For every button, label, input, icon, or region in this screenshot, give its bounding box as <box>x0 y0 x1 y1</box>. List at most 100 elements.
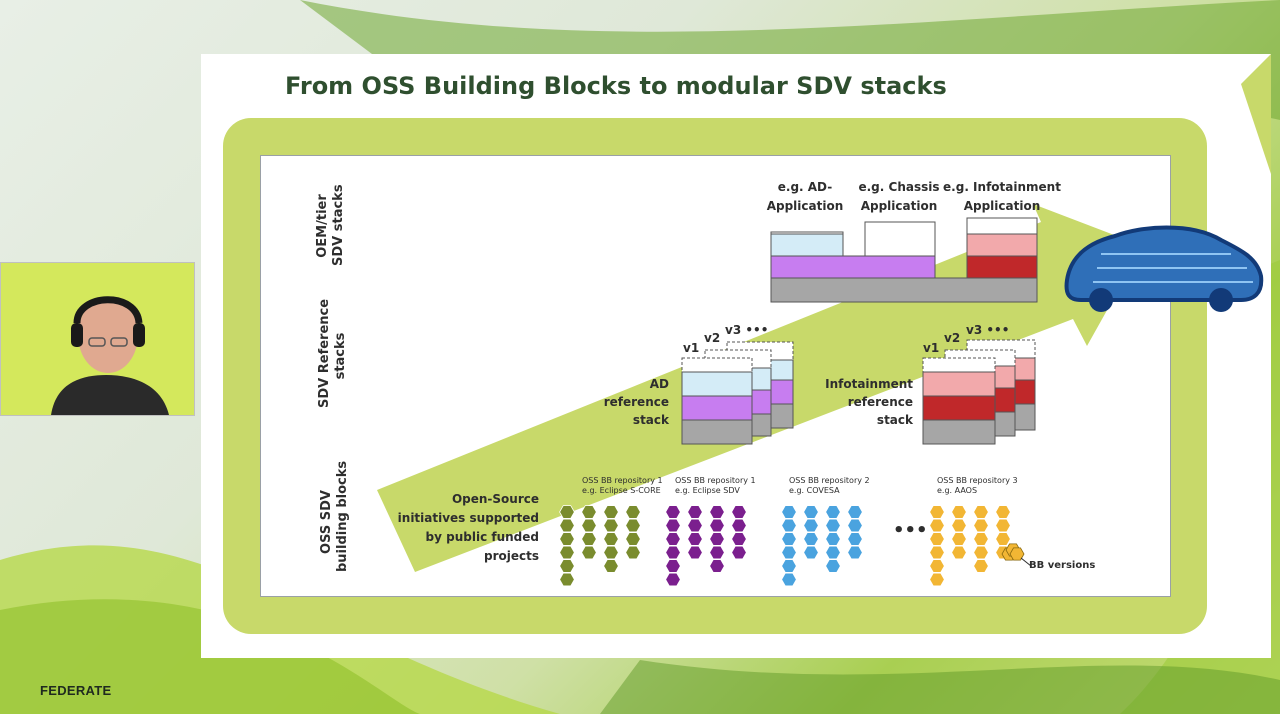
ad-version-v3: v3 ••• <box>725 323 769 337</box>
ad-version-v1: v1 <box>683 341 700 355</box>
presentation-slide: From OSS Building Blocks to modular SDV … <box>201 54 1271 658</box>
repo-3-example: e.g. COVESA <box>789 486 840 495</box>
building-block-hexagon <box>929 545 945 560</box>
repo-1-name: OSS BB repository 1 <box>582 476 663 485</box>
building-block-hexagon <box>781 572 797 587</box>
building-block-hexagon <box>973 559 989 573</box>
repo-1-example: e.g. Eclipse S-CORE <box>582 486 661 495</box>
building-block-hexagon <box>625 532 641 546</box>
row-label-bb-line1: OSS SDV <box>319 490 334 554</box>
ad-reference-line1: AD <box>649 377 669 391</box>
building-block-hexagon <box>731 545 747 560</box>
building-block-hexagon <box>781 518 797 533</box>
building-block-hexagon <box>665 518 681 533</box>
building-block-hexagon <box>781 559 797 573</box>
infotainment-application-line2: Application <box>963 199 1041 213</box>
repo-caption-3: OSS BB repository 2 e.g. COVESA <box>789 476 899 496</box>
row-label-building-blocks: OSS SDV building blocks <box>319 460 351 572</box>
building-block-hexagon <box>929 505 945 519</box>
oss-intro-line1: Open-Source <box>451 492 539 506</box>
infotainment-reference-stack <box>922 339 1036 445</box>
building-block-hexagon <box>929 559 945 573</box>
building-block-hexagon <box>781 532 797 546</box>
building-block-hexagon <box>625 518 641 533</box>
building-block-hexagon <box>603 559 619 573</box>
building-block-hexagon <box>709 545 725 560</box>
building-block-hexagon <box>581 518 597 533</box>
bb-version-hexagon <box>1009 547 1025 561</box>
building-block-hexagon <box>847 505 863 519</box>
infotainment-version-v1: v1 <box>923 341 940 355</box>
building-block-hexagon <box>603 518 619 533</box>
building-block-hexagon <box>951 518 967 533</box>
building-block-hexagon <box>825 518 841 533</box>
building-block-hexagon <box>803 518 819 533</box>
repo-caption-1: OSS BB repository 1 e.g. Eclipse S-CORE <box>582 476 692 496</box>
infotainment-application-label: e.g. Infotainment Application <box>941 178 1063 216</box>
building-block-hexagon <box>803 545 819 560</box>
infotainment-version-v2: v2 <box>944 331 961 345</box>
ad-application-line1: e.g. AD- <box>777 180 833 194</box>
building-block-hexagon <box>665 559 681 573</box>
building-block-hexagon <box>559 518 575 533</box>
building-block-hexagon <box>951 505 967 519</box>
ad-reference-label: AD reference stack <box>593 375 669 429</box>
bb-versions-pointer <box>1020 557 1032 567</box>
infotainment-application-line1: e.g. Infotainment <box>943 180 1061 194</box>
building-block-hexagon <box>929 572 945 587</box>
building-block-hexagon <box>973 518 989 533</box>
infotainment-reference-line2: reference <box>847 395 913 409</box>
ad-reference-line3: stack <box>632 413 669 427</box>
building-block-hexagon <box>665 545 681 560</box>
building-block-hexagon <box>781 505 797 519</box>
ad-version-v2: v2 <box>704 331 721 345</box>
building-block-hexagon <box>995 518 1011 533</box>
building-block-hexagon <box>603 532 619 546</box>
building-block-hexagon <box>973 505 989 519</box>
participant-video[interactable] <box>0 262 195 416</box>
building-block-hexagon <box>951 532 967 546</box>
row-label-oem-line1: OEM/tier <box>315 194 330 258</box>
row-label-oem-line2: SDV stacks <box>331 184 346 266</box>
building-block-hexagon <box>781 545 797 560</box>
building-block-hexagon <box>625 545 641 560</box>
building-block-hexagon <box>825 559 841 573</box>
bb-versions-label: BB versions <box>1029 560 1096 571</box>
building-block-hexagon <box>709 559 725 573</box>
ad-reference-line2: reference <box>603 395 669 409</box>
row-label-bb-line2: building blocks <box>335 460 350 572</box>
building-block-hexagon <box>709 505 725 519</box>
building-block-hexagon <box>847 532 863 546</box>
building-block-hexagon <box>951 545 967 560</box>
building-block-hexagon <box>687 518 703 533</box>
arrow-head-tail <box>1241 54 1271 174</box>
building-block-hexagon <box>973 545 989 560</box>
building-block-hexagon <box>559 572 575 587</box>
building-block-hexagons <box>559 505 1032 587</box>
building-block-hexagon <box>603 505 619 519</box>
diagram-graphics <box>377 54 1271 587</box>
building-block-hexagon <box>665 505 681 519</box>
repo-2-example: e.g. Eclipse SDV <box>675 486 740 495</box>
building-block-hexagon <box>803 532 819 546</box>
building-block-hexagon <box>687 505 703 519</box>
building-block-hexagon <box>559 505 575 519</box>
building-block-hexagon <box>581 545 597 560</box>
building-block-hexagon <box>731 518 747 533</box>
building-block-hexagon <box>847 545 863 560</box>
building-block-hexagon <box>973 532 989 546</box>
car-icon <box>1064 225 1264 312</box>
oss-intro-line4: projects <box>484 549 539 563</box>
repo-3-name: OSS BB repository 2 <box>789 476 870 485</box>
building-block-hexagon <box>581 532 597 546</box>
building-block-hexagon <box>825 532 841 546</box>
building-block-hexagon <box>929 518 945 533</box>
infotainment-reference-label: Infotainment reference stack <box>813 375 913 429</box>
row-label-reference: SDV Reference stacks <box>317 299 349 408</box>
building-block-hexagon <box>665 532 681 546</box>
repo-4-name: OSS BB repository 3 <box>937 476 1018 485</box>
building-block-hexagon <box>687 532 703 546</box>
federate-logo: FEDERATE <box>40 683 112 698</box>
slide-title: From OSS Building Blocks to modular SDV … <box>285 72 947 100</box>
ad-application-line2: Application <box>766 199 844 213</box>
